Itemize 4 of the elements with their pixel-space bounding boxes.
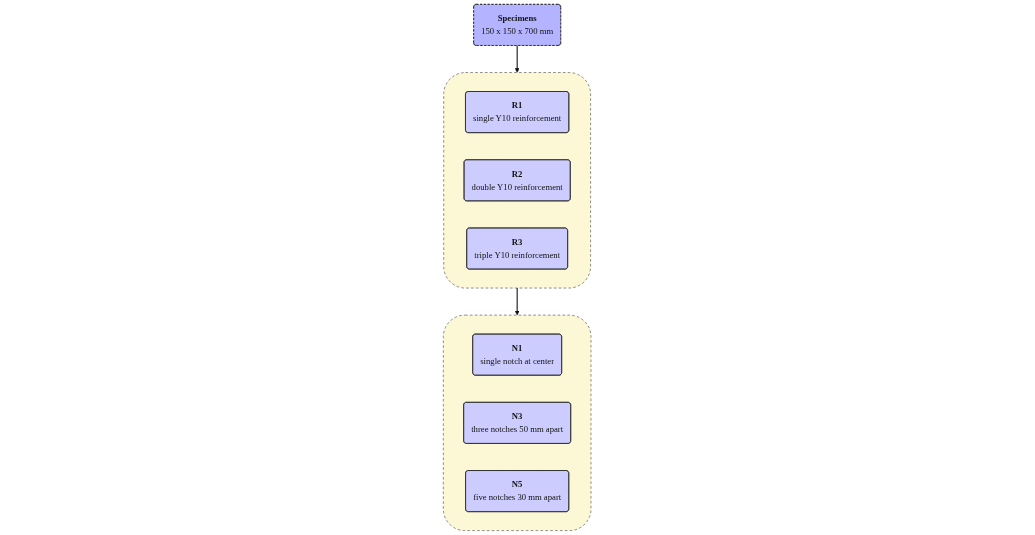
arrow bbox=[515, 44, 520, 73]
cluster bbox=[443, 314, 592, 531]
cluster bbox=[443, 72, 592, 289]
arrow bbox=[515, 287, 520, 316]
